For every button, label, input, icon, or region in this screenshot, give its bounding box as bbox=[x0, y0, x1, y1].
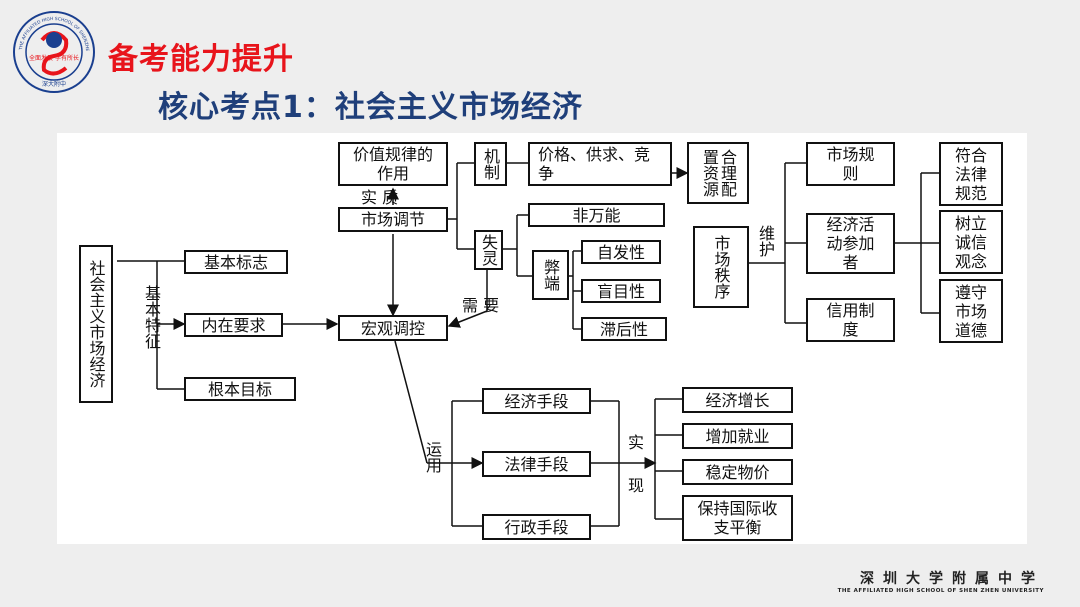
node-macro-control: 宏观调控 bbox=[338, 315, 448, 341]
node-admin-means: 行政手段 bbox=[482, 514, 591, 540]
school-logo: 全面发展 学有所长 THE AFFILIATED HIGH SCHOOL OF … bbox=[10, 6, 96, 94]
node-drawbacks: 弊端 bbox=[532, 250, 569, 300]
page-subtitle: 核心考点1：社会主义市场经济 bbox=[158, 90, 583, 125]
logo-base-text: 深大附中 bbox=[42, 80, 66, 88]
node-observe-ethics: 遵守市场道德 bbox=[939, 279, 1003, 343]
node-value-law: 价值规律的作用 bbox=[338, 142, 448, 186]
node-economic-means: 经济手段 bbox=[482, 388, 591, 414]
node-basic-sign: 基本标志 bbox=[184, 250, 288, 274]
school-name-en: THE AFFILIATED HIGH SCHOOL OF SHEN ZHEN … bbox=[837, 588, 1044, 594]
node-blindness: 盲目性 bbox=[581, 279, 661, 303]
label-maintain: 维护 bbox=[756, 225, 775, 257]
node-market-rules: 市场规则 bbox=[806, 142, 895, 186]
diagram-connectors bbox=[117, 162, 939, 527]
label-need: 需 要 bbox=[462, 296, 500, 315]
node-economic-growth: 经济增长 bbox=[682, 387, 793, 413]
school-footer: 深圳大学附属中学 THE AFFILIATED HIGH SCHOOL OF S… bbox=[838, 568, 1044, 594]
node-market-regulation: 市场调节 bbox=[338, 207, 448, 232]
node-conform-law: 符合法律规范 bbox=[939, 142, 1003, 206]
concept-diagram: 社会主义市场经济 基本特征 基本标志 内在要求 根本目标 价值规律的作用 实 质… bbox=[57, 133, 1027, 544]
node-not-omnipotent: 非万能 bbox=[528, 203, 665, 227]
node-establish-integrity: 树立诚信观念 bbox=[939, 210, 1003, 274]
school-name-cn: 深圳大学附属中学 bbox=[860, 571, 1044, 587]
node-spontaneity: 自发性 bbox=[581, 240, 661, 264]
node-market-economy: 社会主义市场经济 bbox=[79, 245, 113, 403]
node-increase-employment: 增加就业 bbox=[682, 423, 793, 449]
node-fundamental-goal: 根本目标 bbox=[184, 377, 296, 401]
node-allocate-resources: 合理配置资源 bbox=[687, 142, 749, 204]
label-essence: 实 质 bbox=[361, 188, 399, 207]
node-legal-means: 法律手段 bbox=[482, 451, 591, 477]
node-market-order: 市场秩序 bbox=[693, 226, 749, 308]
label-basic-features: 基本特征 bbox=[142, 285, 161, 349]
label-use: 运用 bbox=[423, 441, 442, 473]
node-stable-prices: 稳定物价 bbox=[682, 459, 793, 485]
logo-motto: 全面发展 学有所长 bbox=[29, 54, 79, 62]
node-lag: 滞后性 bbox=[581, 317, 667, 341]
node-balance-payments: 保持国际收支平衡 bbox=[682, 495, 793, 541]
page-title: 备考能力提升 bbox=[108, 42, 294, 77]
node-credit-system: 信用制度 bbox=[806, 298, 895, 342]
node-mechanism: 机制 bbox=[474, 142, 507, 186]
node-failure: 失灵 bbox=[474, 230, 503, 270]
node-economic-participants: 经济活动参加者 bbox=[806, 213, 895, 274]
node-inner-requirement: 内在要求 bbox=[184, 313, 283, 337]
label-realize: 实 现 bbox=[625, 434, 644, 497]
node-price-supply: 价格、供求、竞争 bbox=[528, 142, 672, 186]
